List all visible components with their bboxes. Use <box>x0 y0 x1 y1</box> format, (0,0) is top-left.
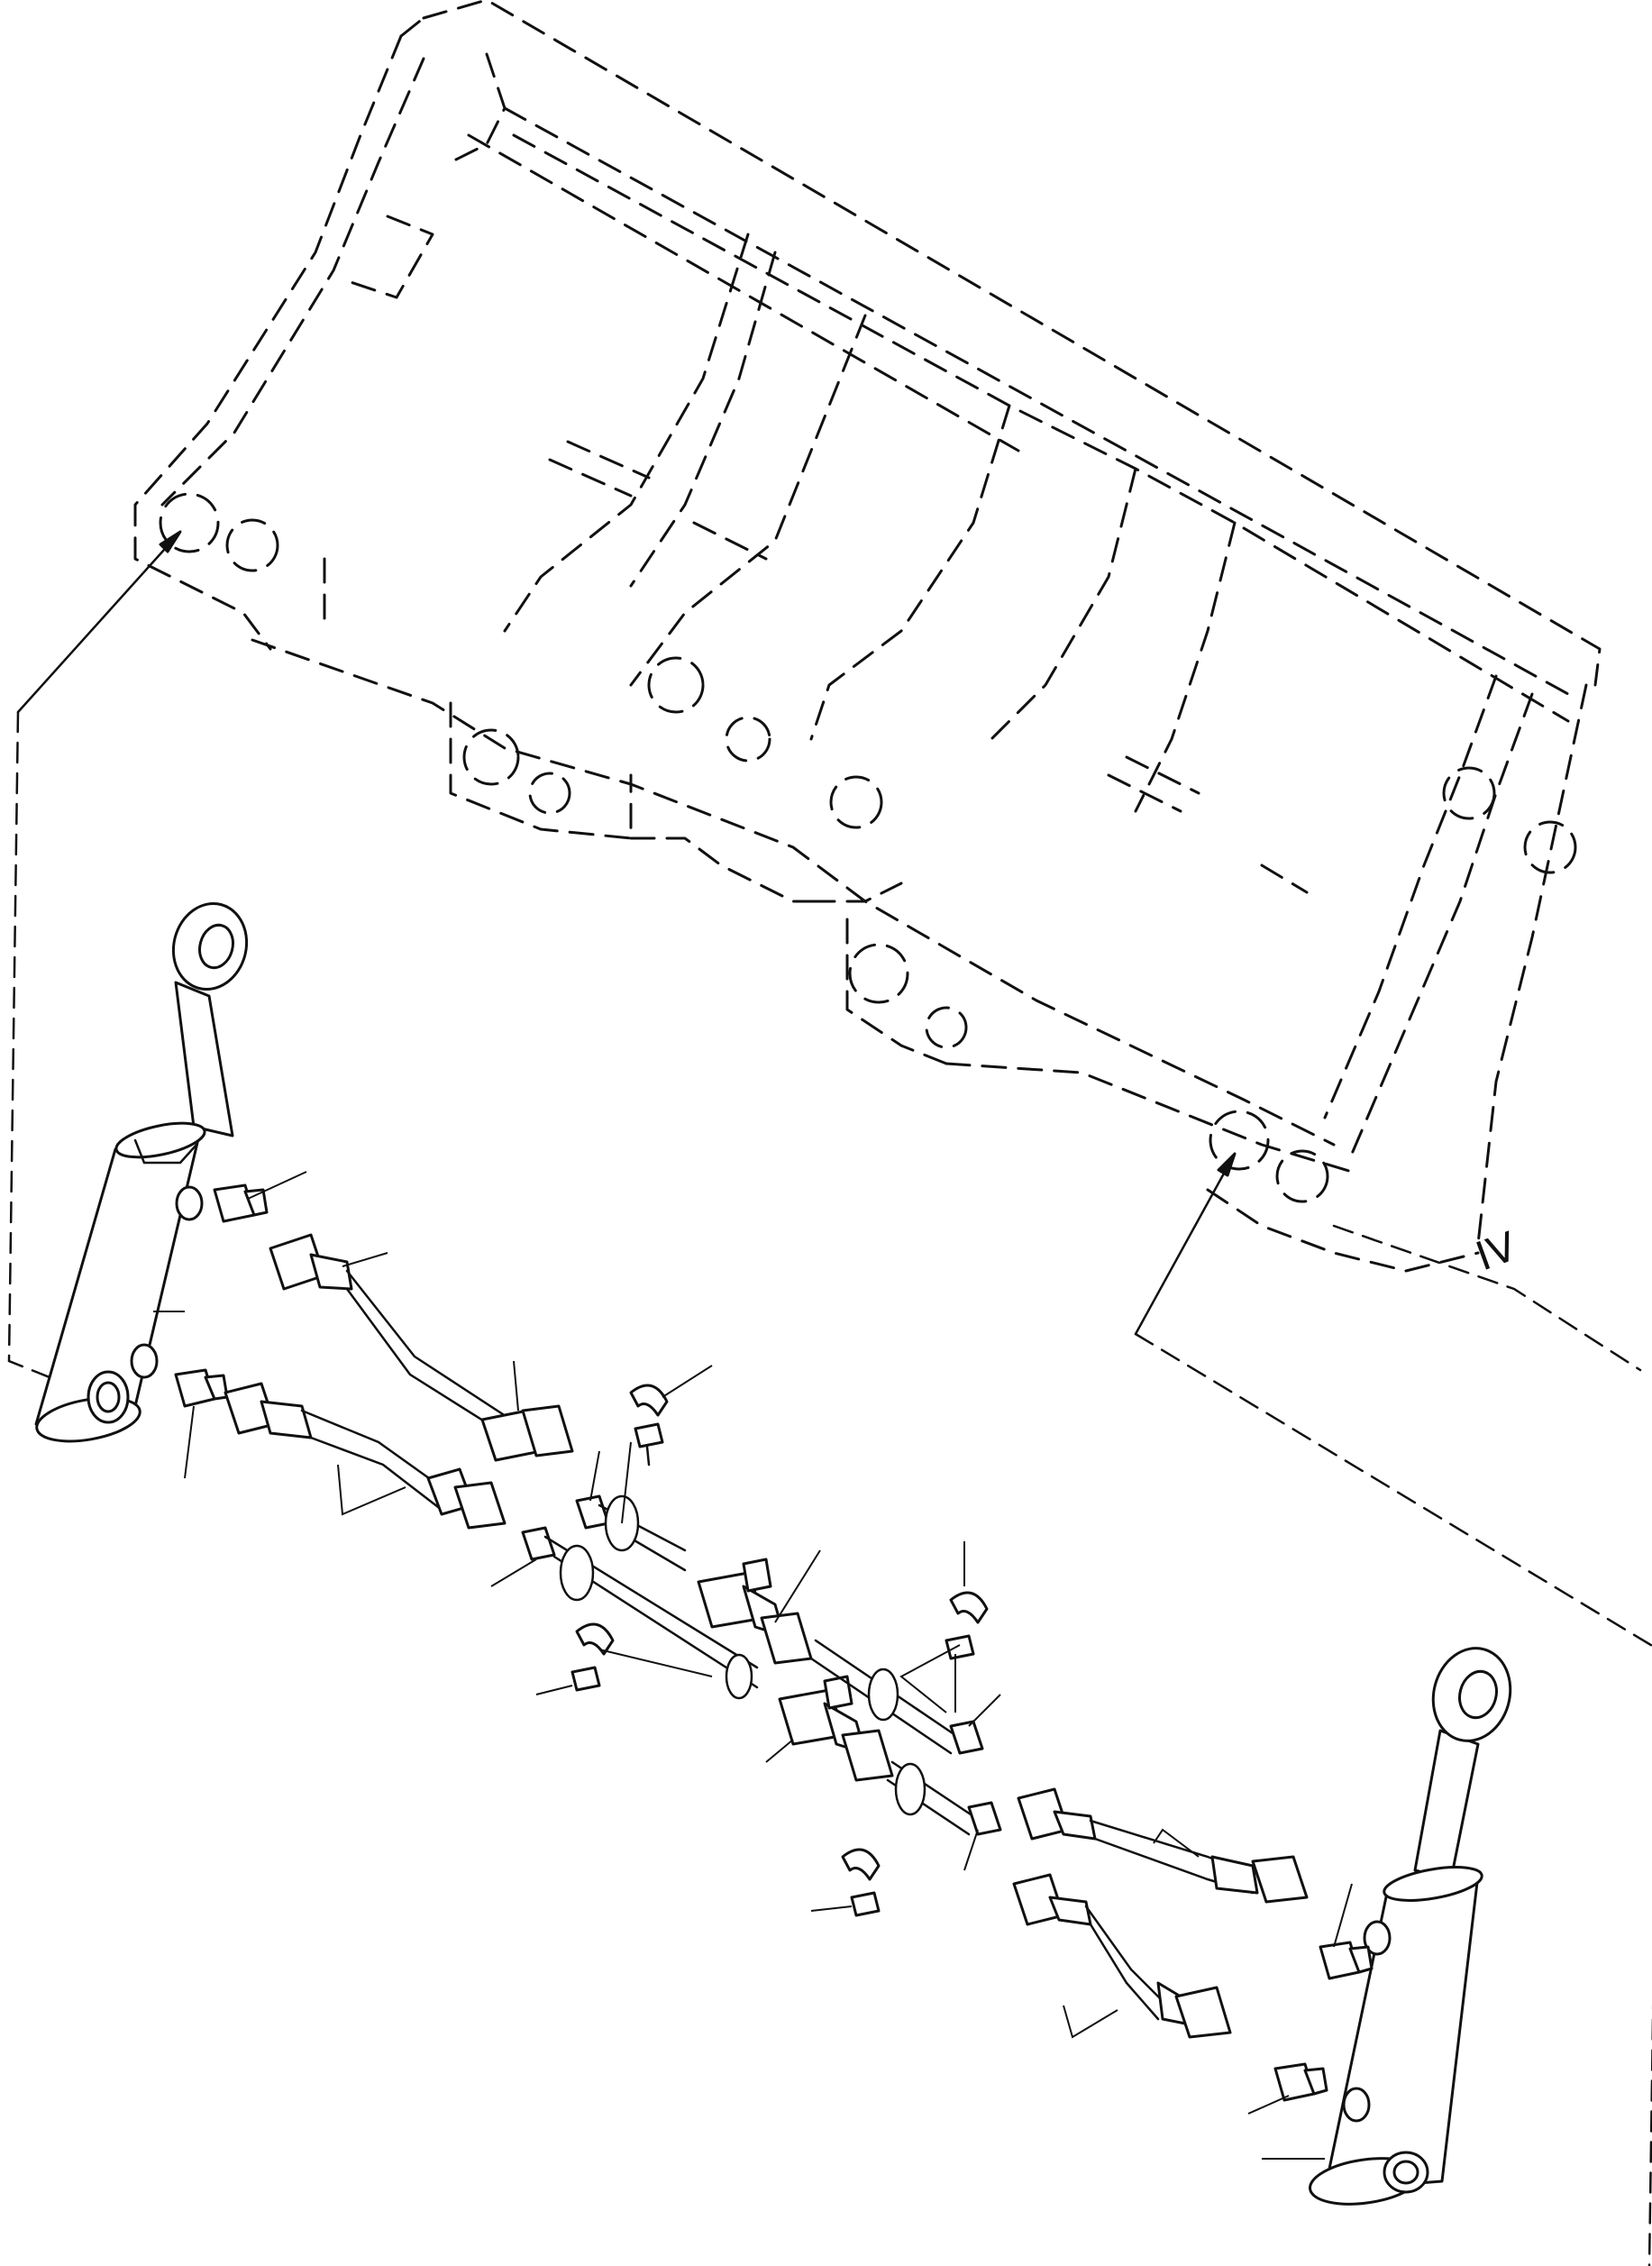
pointer-arrow-right <box>1134 1152 1237 1336</box>
leader-tee-lower <box>765 1739 794 1763</box>
tee-fitting-lower <box>778 1675 894 1782</box>
right-cylinder <box>1309 1647 1512 2206</box>
tie-line-3 <box>899 1644 961 1713</box>
alignment-line-left <box>7 710 56 1381</box>
leader-tube-lower-left <box>490 1558 537 1587</box>
alignment-line-right <box>1134 1332 1652 2266</box>
pointer-arrow-left <box>16 530 182 714</box>
leader-tube-upper-right <box>968 1694 1001 1727</box>
alignment-line-right-2 <box>1332 1224 1642 1372</box>
leader-hose-lower-right <box>1063 2005 1118 2039</box>
hose-lower-right <box>1012 1873 1232 2039</box>
tie-line-1 <box>621 1441 632 1524</box>
adapter-2 <box>174 1368 229 1408</box>
leader-hose-upper-left <box>342 1252 388 1267</box>
leader-clamp-2 <box>535 1685 573 1695</box>
leader-clamp-4 <box>810 1905 853 1912</box>
hose-clamp-1 <box>629 1384 669 1467</box>
leader-hose-upper-right <box>1153 1828 1200 1858</box>
leader-tube-upper-left <box>589 1450 600 1502</box>
leader-adapter-2 <box>184 1405 195 1479</box>
bucket-frame-phantom <box>133 0 1602 1273</box>
leader-adapter-1 <box>247 1171 307 1200</box>
tube-lower-right <box>886 1760 1002 1836</box>
tube-upper-left <box>575 1494 687 1572</box>
adapter-1 <box>213 1183 269 1223</box>
leader-adapter-4 <box>1247 2095 1290 2115</box>
hose-clamp-2 <box>570 1622 615 1692</box>
left-cylinder <box>34 901 249 1443</box>
hose-clamp-3 <box>945 1591 989 1660</box>
hose-lower-left <box>224 1382 507 1530</box>
leader-hose-upper-left-2 <box>513 1360 519 1412</box>
hose-upper-right <box>1017 1787 1309 1904</box>
hose-upper-left <box>269 1233 574 1462</box>
tie-line-2 <box>598 1649 713 1677</box>
leader-tee-upper <box>774 1549 821 1623</box>
tube-lower-left <box>521 1526 759 1700</box>
hose-clamp-4 <box>841 1848 881 1917</box>
adapter-3 <box>1319 1941 1374 1980</box>
tube-upper-right <box>809 1639 984 1755</box>
tee-fitting-upper <box>697 1558 813 1665</box>
leader-adapter-3 <box>1333 1883 1353 1948</box>
leader-hose-lower-left <box>337 1464 406 1516</box>
leader-clamp-1 <box>662 1365 713 1398</box>
leader-tube-lower-right <box>963 1829 979 1871</box>
adapter-4 <box>1273 2062 1328 2102</box>
